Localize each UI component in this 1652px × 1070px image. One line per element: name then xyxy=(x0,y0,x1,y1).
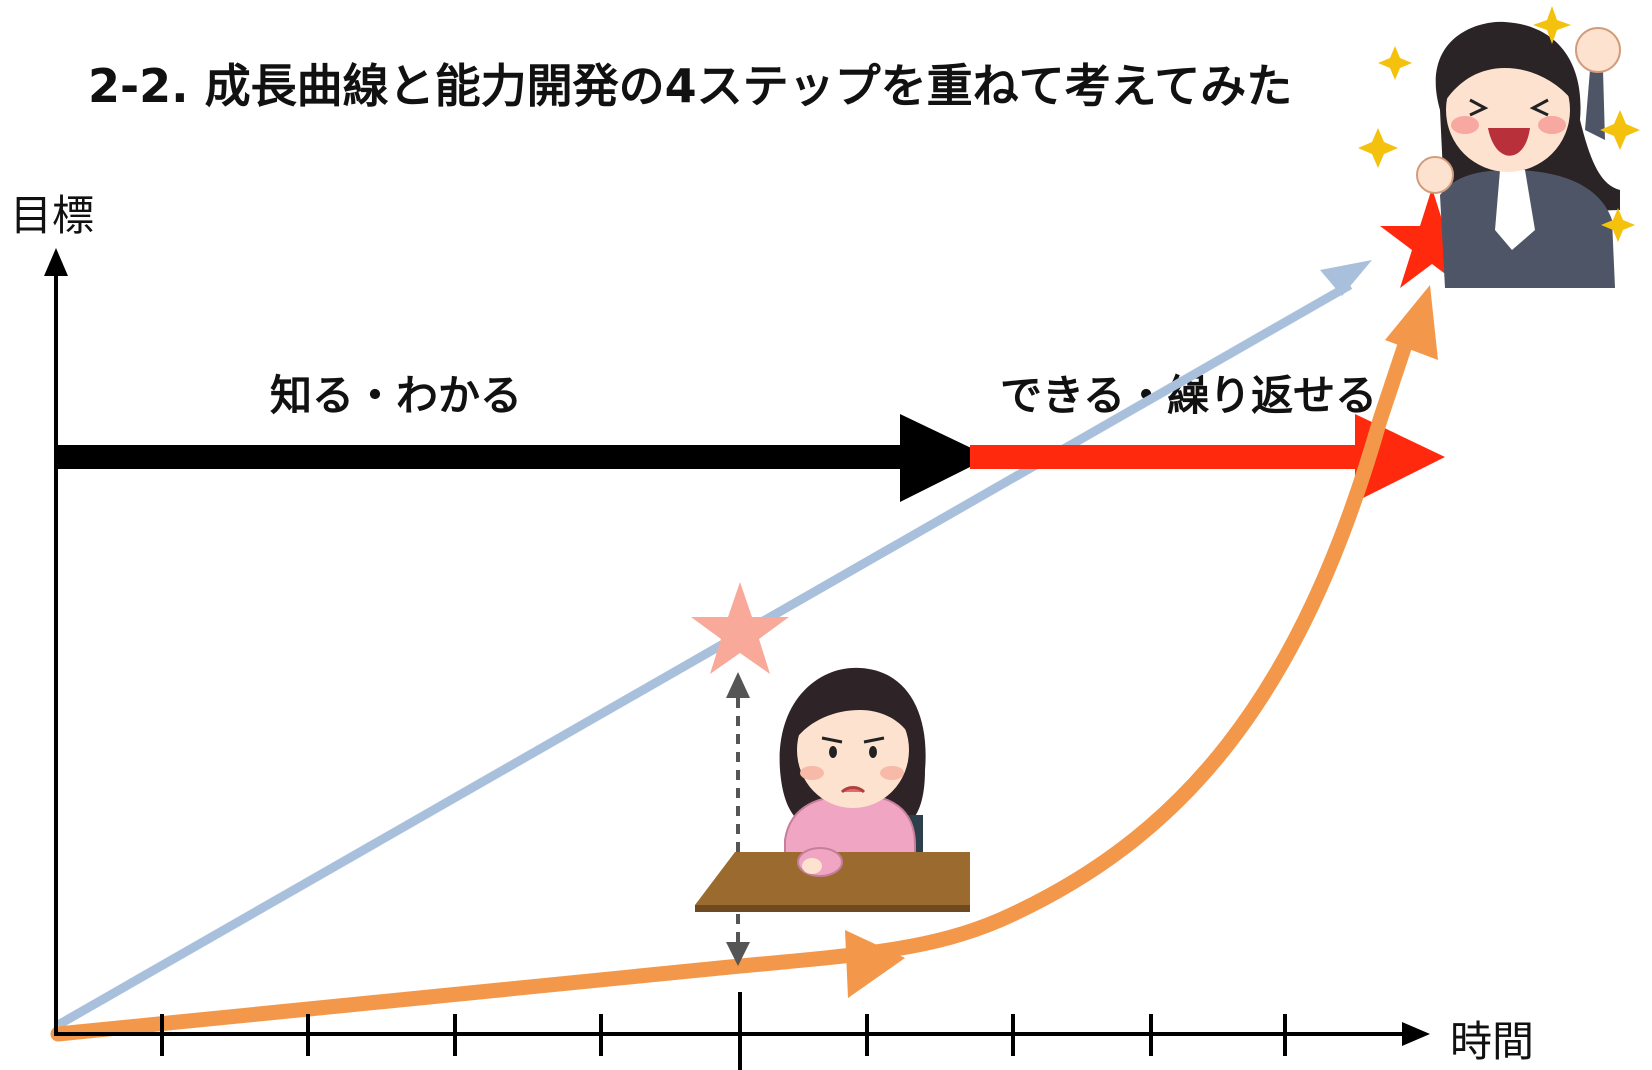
gap-star xyxy=(691,582,789,674)
y-axis xyxy=(44,248,68,1036)
phase-label-can-do: できる・繰り返せる xyxy=(1000,371,1378,420)
growth-curve-arrowhead xyxy=(1385,285,1438,360)
cheering-woman-illustration xyxy=(1416,21,1621,288)
second-fist xyxy=(1416,156,1454,194)
phase-arrow-can-do xyxy=(970,414,1445,502)
x-axis xyxy=(54,1022,1430,1046)
phase-arrow-know xyxy=(56,414,990,502)
x-axis-ticks xyxy=(160,992,1287,1070)
gap-arrow xyxy=(726,672,750,966)
growth-curve-midarrow xyxy=(845,930,905,998)
x-axis-label: 時間 xyxy=(1450,1017,1535,1066)
y-axis-label: 目標 xyxy=(10,191,95,240)
goal-star xyxy=(1380,188,1484,288)
raised-fist xyxy=(1575,27,1621,73)
worried-girl-at-desk-illustration xyxy=(695,667,970,912)
sparkle-icon xyxy=(1358,6,1640,242)
phase-label-know: 知る・わかる xyxy=(270,371,523,420)
page-title: 2-2. 成長曲線と能力開発の4ステップを重ねて考えてみた xyxy=(88,59,1293,113)
